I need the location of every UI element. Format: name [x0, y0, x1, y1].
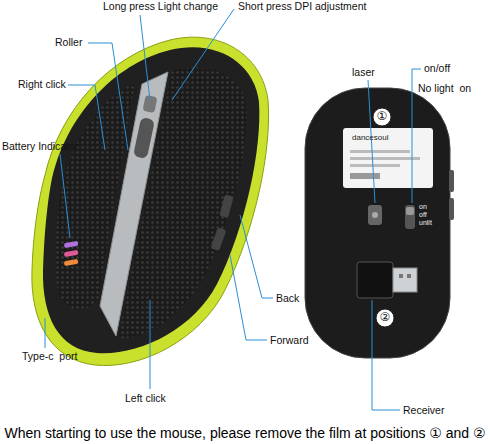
part-label: Long press Light change — [103, 0, 218, 12]
part-label: on/off — [424, 62, 450, 74]
caption: When starting to use the mouse, please r… — [3, 425, 487, 441]
part-label: Type-c port — [22, 350, 77, 362]
part-label: Short press DPI adjustment — [238, 0, 366, 12]
part-label: off — [419, 211, 427, 219]
part-label: No light on — [418, 82, 471, 94]
callout-number: ② — [380, 311, 391, 325]
callout-number: ① — [377, 110, 388, 124]
part-label: Right click — [18, 78, 66, 90]
part-label: Receiver — [403, 404, 444, 416]
part-label: on — [419, 203, 427, 211]
part-label: unlit — [419, 219, 432, 227]
part-label: laser — [352, 66, 375, 78]
part-label: dancesoul — [352, 133, 388, 142]
part-label: Back — [276, 292, 299, 304]
part-label: Battery Indicator — [2, 140, 78, 152]
part-label: Forward — [270, 334, 309, 346]
part-label: Left click — [125, 392, 166, 404]
part-label: Roller — [55, 36, 82, 48]
